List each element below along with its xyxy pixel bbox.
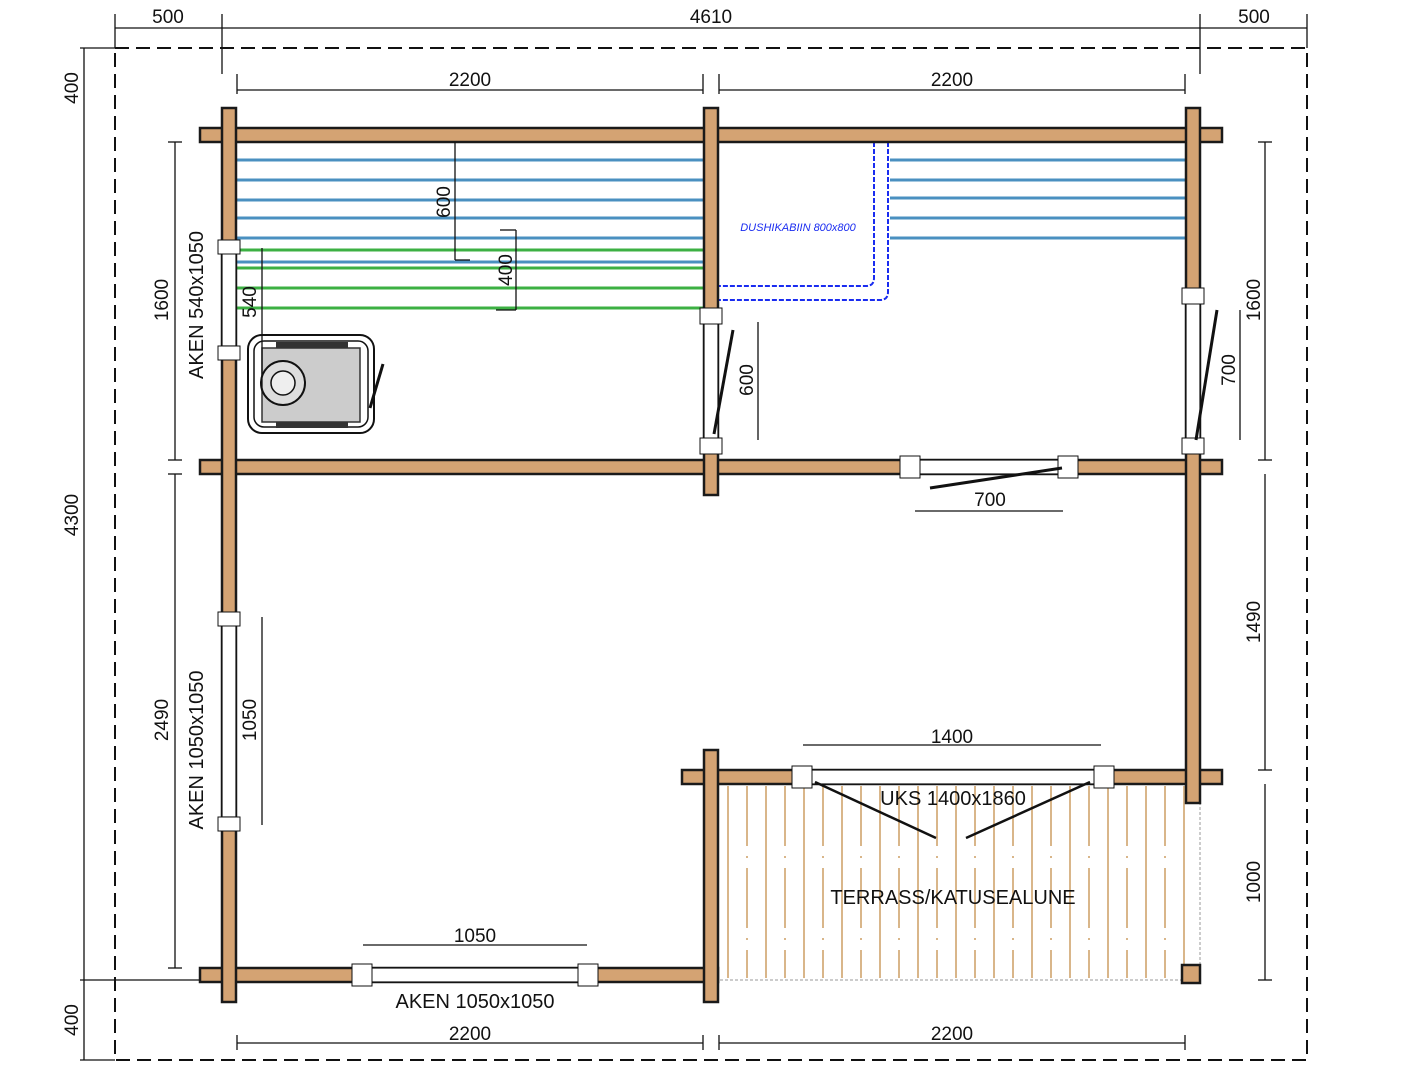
overhang-bottom-label: 400 <box>62 1004 83 1036</box>
internal-dimension-lines <box>168 141 1272 981</box>
sauna-depth-left-label: 1600 <box>152 279 173 321</box>
room-depth-left-label: 2490 <box>152 699 173 741</box>
bottom-right-span-label: 2200 <box>931 1024 973 1045</box>
front-window-label: AKEN 1050x1050 <box>395 991 554 1013</box>
room-depth-right-label: 1490 <box>1244 601 1265 643</box>
sauna-stove-icon <box>247 334 385 434</box>
sauna-window-height-label: 540 <box>240 286 261 318</box>
span-dimension-lines <box>236 74 1186 1050</box>
shower-cabin-outline <box>718 142 889 301</box>
terrace-label: TERRASS/KATUSEALUNE <box>830 887 1075 909</box>
top-right-span-label: 2200 <box>931 70 973 91</box>
main-door-label: UKS 1400x1860 <box>880 788 1026 810</box>
sauna-depth-right-label: 1600 <box>1244 279 1265 321</box>
openings <box>217 239 1219 987</box>
overall-width-label: 4610 <box>690 7 732 28</box>
top-dimension-line <box>114 14 1308 74</box>
roof-outline <box>80 47 1308 1061</box>
bottom-left-span-label: 2200 <box>449 1024 491 1045</box>
overhang-top-label: 400 <box>62 72 83 104</box>
sauna-door-label: 600 <box>737 364 758 396</box>
overall-depth-label: 4300 <box>62 494 83 536</box>
overhang-right-label: 500 <box>1238 7 1270 28</box>
lower-bench-label: 400 <box>496 254 517 286</box>
shower-room-door-label: 700 <box>974 490 1006 511</box>
top-left-span-label: 2200 <box>449 70 491 91</box>
upper-bench-label: 600 <box>434 186 455 218</box>
front-window-width-label: 1050 <box>454 926 496 947</box>
sauna-benches <box>236 158 1186 310</box>
main-door-width-label: 1400 <box>931 727 973 748</box>
side-window-label: AKEN 1050x1050 <box>186 670 208 829</box>
sauna-window-label: AKEN 540x1050 <box>186 231 208 379</box>
side-window-width-label: 1050 <box>240 699 261 741</box>
terrace-depth-label: 1000 <box>1244 861 1265 903</box>
shower-door-label: 700 <box>1219 354 1240 386</box>
terrace-deck <box>717 783 1201 981</box>
log-walls <box>198 106 1224 1004</box>
overhang-left-label: 500 <box>152 7 184 28</box>
shower-cabin-label: DUSHIKABIIN 800x800 <box>740 222 856 234</box>
